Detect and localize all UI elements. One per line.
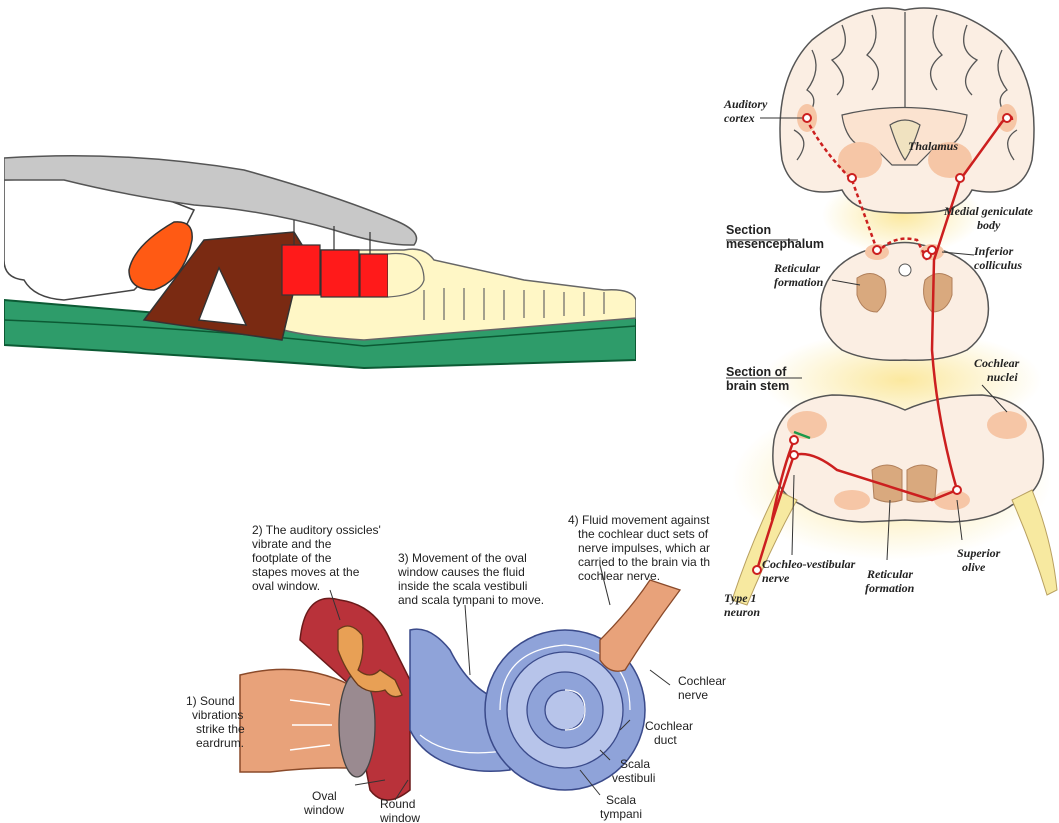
label-oval-window-1: Oval [312,789,337,803]
svg-text:Cochlear nerve: Cochlear nerve [678,674,729,702]
step2-line2: vibrate and the [252,537,332,551]
label-cochlear-duct-1: Cochlear [645,719,693,733]
svg-text:Superior olive: Superior olive [957,546,1003,574]
step2-line5: oval window. [252,579,320,593]
step4-line5: cochlear nerve. [578,569,660,583]
brain-stem-section [773,395,1044,522]
label-scala-tympani-2: tympani [600,807,642,821]
label-inferior-colliculus-1: Inferior [973,244,1014,258]
svg-text:Section of brain stem: Section of brain stem [726,365,790,393]
label-reticular-formation-bottom-2: formation [865,581,915,595]
step2-line3: footplate of the [252,551,332,565]
step2-line4: stapes moves at the [252,565,360,579]
label-superior-olive-2: olive [962,560,986,574]
step4-line3: nerve impulses, which ar [578,541,710,555]
label-cochlear-duct-2: duct [654,733,677,747]
svg-text:1) Sound vibrations st: 1) Sound vibrations strike the eardrum. [186,694,248,750]
label-thalamus: Thalamus [908,139,958,153]
auditory-pathway-diagram: Auditory cortex Thalamus Medial genicula… [712,0,1059,623]
step3-line2: window causes the fluid [397,565,525,579]
step1-line3: strike the [196,722,245,736]
label-round-window-1: Round [380,797,415,811]
step3-line1: 3) Movement of the oval [398,551,527,565]
svg-text:Cochleo-vestibular nerve: Cochleo-vestibular nerve [762,557,858,585]
label-medial-geniculate-1: Medial geniculate [943,204,1034,218]
step4-line4: carried to the brain via th [578,555,710,569]
step1-line1: 1) Sound [186,694,235,708]
label-reticular-formation-top-1: Reticular [773,261,820,275]
label-oval-window-2: window [303,803,344,817]
svg-text:Reticular formation: Reticular formation [865,567,916,595]
label-auditory-cortex-1: Auditory [723,97,768,111]
label-cochlear-nerve-1: Cochlear [678,674,726,688]
label-cochlear-nuclei-1: Cochlear [974,356,1020,370]
label-round-window-2: window [379,811,420,823]
label-section-mesencephalum-1: Section [726,223,771,237]
ear-cochlea-diagram: 1) Sound vibrations strike the eardrum. … [180,510,740,823]
step3-line3: inside the scala vestibuli [398,579,527,593]
svg-text:2) The auditory ossicles': 2) The auditory ossicles' vibrate and th… [252,523,384,593]
step4-line2: the cochlear duct sets of [578,527,709,541]
svg-text:Cochlear duct: Cochlear duct [645,719,696,747]
step2-line1: 2) The auditory ossicles' [252,523,381,537]
label-scala-vestibuli-2: vestibuli [612,771,655,785]
label-superior-olive-1: Superior [957,546,1001,560]
svg-text:Inferior colliculus: Inferior colliculus [973,244,1022,272]
step4-line1: 4) Fluid movement against [568,513,710,527]
label-scala-tympani-1: Scala [606,793,636,807]
svg-text:Section mesencephalum: Section mesencephalum [726,223,824,251]
label-medial-geniculate-2: body [977,218,1001,232]
svg-text:3) Movement of the oval wi: 3) Movement of the oval window causes th… [397,551,544,607]
label-section-brain-stem-1: Section of [726,365,787,379]
svg-text:Round window: Round window [379,797,420,823]
label-cochlear-nuclei-2: nuclei [987,370,1018,384]
step1-line2: vibrations [192,708,243,722]
label-section-mesencephalum-2: mesencephalum [726,237,824,251]
label-scala-vestibuli-1: Scala [620,757,650,771]
label-inferior-colliculus-2: colliculus [974,258,1022,272]
mesencephalum-section [821,243,989,361]
organ-of-corti-diagram [4,150,636,370]
svg-text:Auditory cortex: Auditory cortex [723,97,770,125]
label-section-brain-stem-2: brain stem [726,379,789,393]
label-auditory-cortex-2: cortex [724,111,755,125]
label-cochleo-vestibular-2: nerve [762,571,790,585]
svg-text:Reticular formation: Reticular formation [773,261,824,289]
svg-text:Oval window: Oval window [303,789,344,817]
brain-coronal-section [780,8,1034,213]
label-reticular-formation-bottom-1: Reticular [866,567,913,581]
step1-line4: eardrum. [196,736,244,750]
label-cochlear-nerve-2: nerve [678,688,708,702]
label-cochleo-vestibular-1: Cochleo-vestibular [762,557,856,571]
svg-text:Scala tympani: Scala tympani [600,793,642,821]
step3-line4: and scala tympani to move. [398,593,544,607]
cochlear-nerve [600,580,680,671]
label-reticular-formation-top-2: formation [774,275,824,289]
svg-text:4) Fluid movement against: 4) Fluid movement against the cochlear d… [568,513,713,583]
